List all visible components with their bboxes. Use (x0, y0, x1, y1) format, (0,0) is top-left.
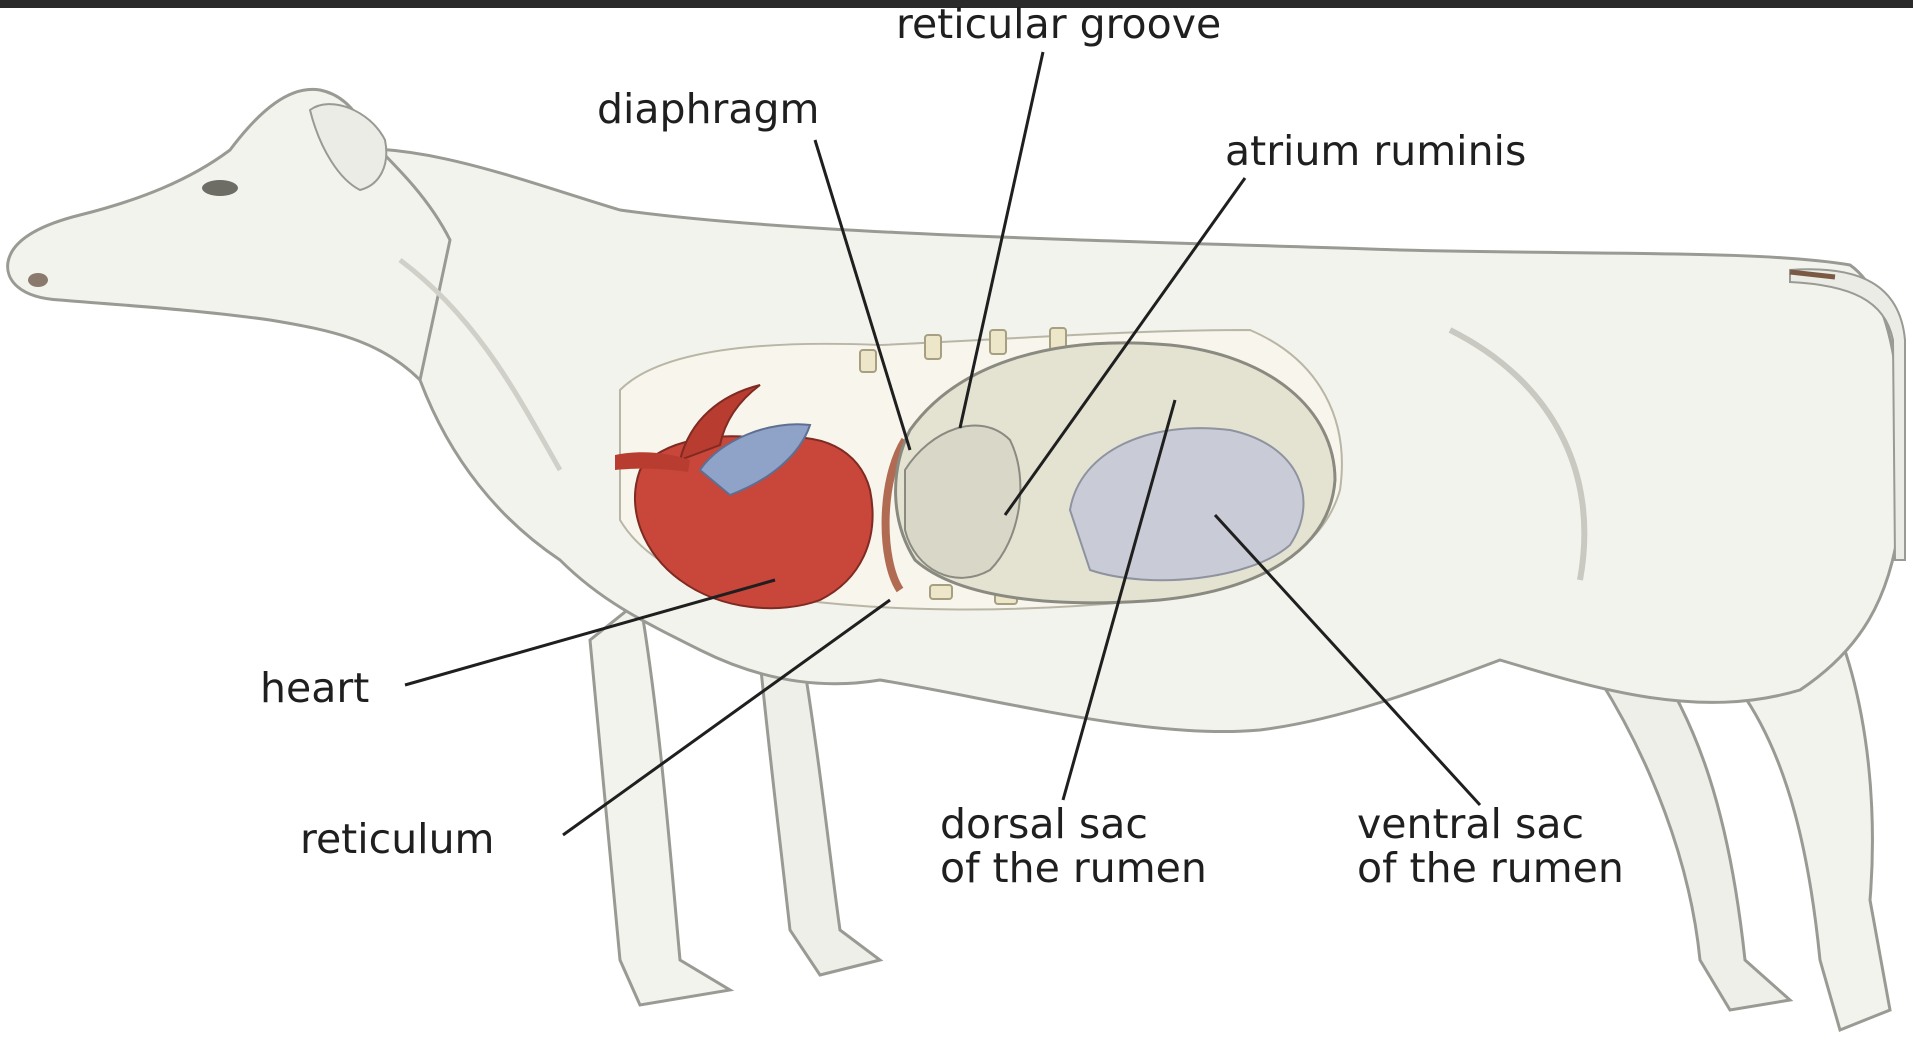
label-reticulum: reticulum (300, 815, 495, 863)
label-reticular-groove: reticular groove (896, 0, 1221, 48)
label-diaphragm: diaphragm (597, 85, 820, 133)
front-leg-near (590, 600, 730, 1005)
cow-head (8, 89, 450, 380)
rib (925, 335, 941, 359)
reticulum-shape (905, 426, 1020, 578)
label-dorsal-sac-line1: dorsal sac (940, 800, 1148, 848)
label-atrium-ruminis: atrium ruminis (1225, 127, 1526, 175)
front-leg-far (760, 640, 880, 975)
label-ventral-sac-line1: ventral sac (1357, 800, 1584, 848)
cow-eye (202, 180, 238, 196)
rib (860, 350, 876, 372)
label-dorsal-sac-line2: of the rumen (940, 844, 1207, 892)
label-ventral-sac-line2: of the rumen (1357, 844, 1624, 892)
rib (990, 330, 1006, 354)
rib (930, 585, 952, 599)
internal-organs (615, 328, 1342, 609)
label-heart: heart (260, 664, 369, 712)
cow-nostril (28, 273, 48, 287)
